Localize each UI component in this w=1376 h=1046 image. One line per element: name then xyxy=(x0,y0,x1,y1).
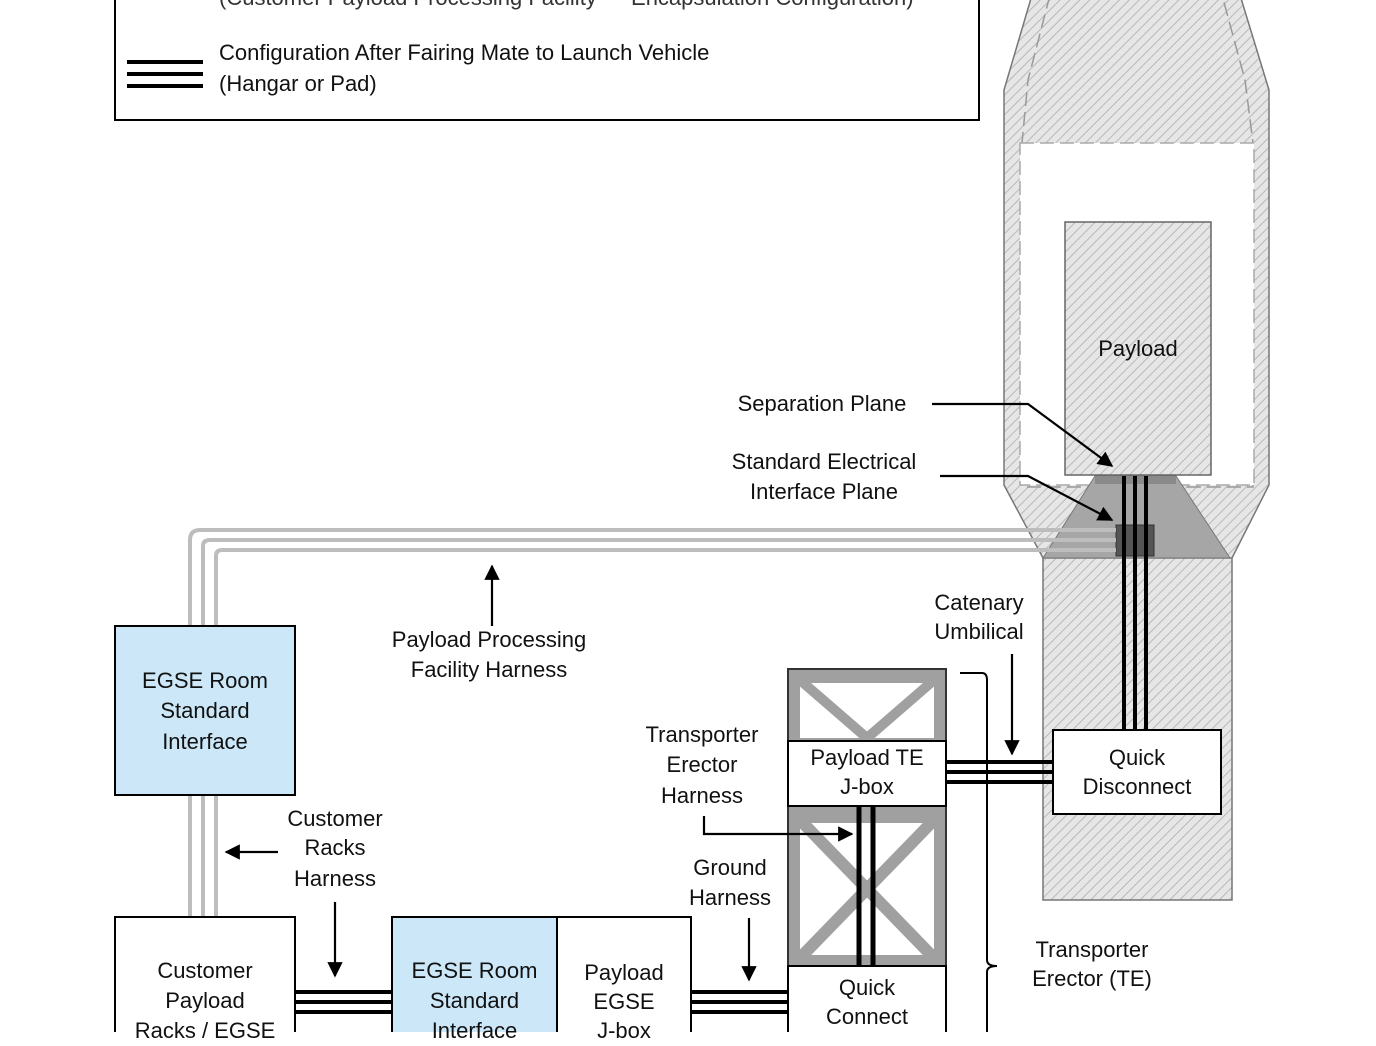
te-bracket xyxy=(960,672,998,1040)
transporter-harness-line1: Transporter xyxy=(645,722,759,747)
transporter-erector-harness xyxy=(856,806,876,966)
customer-payload-line3: Racks / EGSE xyxy=(134,1018,276,1043)
separation-plane-label: Separation Plane xyxy=(737,391,907,416)
transporter-erector-line2: Erector (TE) xyxy=(1032,966,1152,991)
payload-label: Payload xyxy=(1098,336,1178,361)
ground-harness-line1: Ground xyxy=(693,855,767,880)
transporter-erector-line1: Transporter xyxy=(1035,937,1149,962)
quick-disconnect-box xyxy=(1052,729,1222,815)
ppf-harness xyxy=(188,528,1116,626)
launch-vehicle xyxy=(1003,0,1270,901)
egse-room-bottom-box xyxy=(391,916,558,1046)
customer-payload-line2: Payload xyxy=(165,988,245,1013)
vehicle-internal-harness xyxy=(1122,476,1148,730)
quick-disconnect-line2: Disconnect xyxy=(1082,774,1192,799)
transporter-harness-line3: Harness xyxy=(661,783,743,808)
ground-harness xyxy=(691,990,789,1014)
catenary-label-line1: Catenary xyxy=(934,590,1024,615)
transporter-harness-line2: Erector xyxy=(666,752,738,777)
legend-black-harness-icon xyxy=(127,60,203,88)
quick-connect-line2: Connect xyxy=(826,1004,908,1029)
payload-egse-line2: EGSE xyxy=(593,989,655,1014)
payload-egse-box xyxy=(556,916,692,1046)
ppf-harness-label-line2: Facility Harness xyxy=(410,657,568,682)
customer-racks-harness-gray xyxy=(188,795,218,918)
egse-room-bottom-line2: Standard xyxy=(429,988,520,1013)
catenary-umbilical-harness xyxy=(946,760,1053,784)
payload-te-jbox-line1: Payload TE xyxy=(810,745,924,770)
separation-plane-arrow xyxy=(932,402,1114,467)
customer-racks-line3: Harness xyxy=(294,866,376,891)
ground-harness-line2: Harness xyxy=(689,885,771,910)
transporter-harness-arrow xyxy=(702,816,854,842)
egse-room-top-line3: Interface xyxy=(162,729,248,754)
electrical-interface-label-line2: Interface Plane xyxy=(750,479,898,504)
payload-egse-line3: J-box xyxy=(597,1018,651,1043)
legend-fairing-mate-line1: Configuration After Fairing Mate to Laun… xyxy=(219,40,710,65)
payload-te-jbox-line2: J-box xyxy=(840,774,894,799)
quick-disconnect-line1: Quick xyxy=(1108,745,1166,770)
quick-connect-line1: Quick xyxy=(838,975,896,1000)
customer-payload-box xyxy=(114,916,296,1046)
egse-room-top-line2: Standard xyxy=(160,698,250,723)
egse-room-top-line1: EGSE Room xyxy=(142,668,268,693)
payload-egse-line1: Payload xyxy=(584,960,664,985)
vehicle-lower-stage xyxy=(1042,554,1233,901)
leader-arrows xyxy=(224,402,1114,982)
legend-box xyxy=(114,0,980,121)
transporter-erector-frame xyxy=(787,668,947,969)
egse-room-top-box xyxy=(114,625,296,796)
customer-racks-line1: Customer xyxy=(287,806,383,831)
legend-partial-text: (Customer Payload Processing Facility — … xyxy=(219,0,914,13)
customer-racks-line2: Racks xyxy=(304,835,366,860)
legend-fairing-mate-line2: (Hangar or Pad) xyxy=(219,71,377,96)
customer-racks-harness-black xyxy=(295,990,392,1014)
ppf-harness-label-line1: Payload Processing xyxy=(391,627,587,652)
electrical-interface-label-line1: Standard Electrical xyxy=(731,449,917,474)
customer-payload-line1: Customer xyxy=(157,958,253,983)
electrical-interface-arrow xyxy=(940,474,1114,521)
payload-te-jbox-box xyxy=(787,740,947,807)
egse-room-bottom-line3: Interface xyxy=(431,1018,518,1043)
catenary-label-line2: Umbilical xyxy=(934,619,1024,644)
egse-room-bottom-line1: EGSE Room xyxy=(411,958,538,983)
payload-box xyxy=(1064,221,1212,476)
